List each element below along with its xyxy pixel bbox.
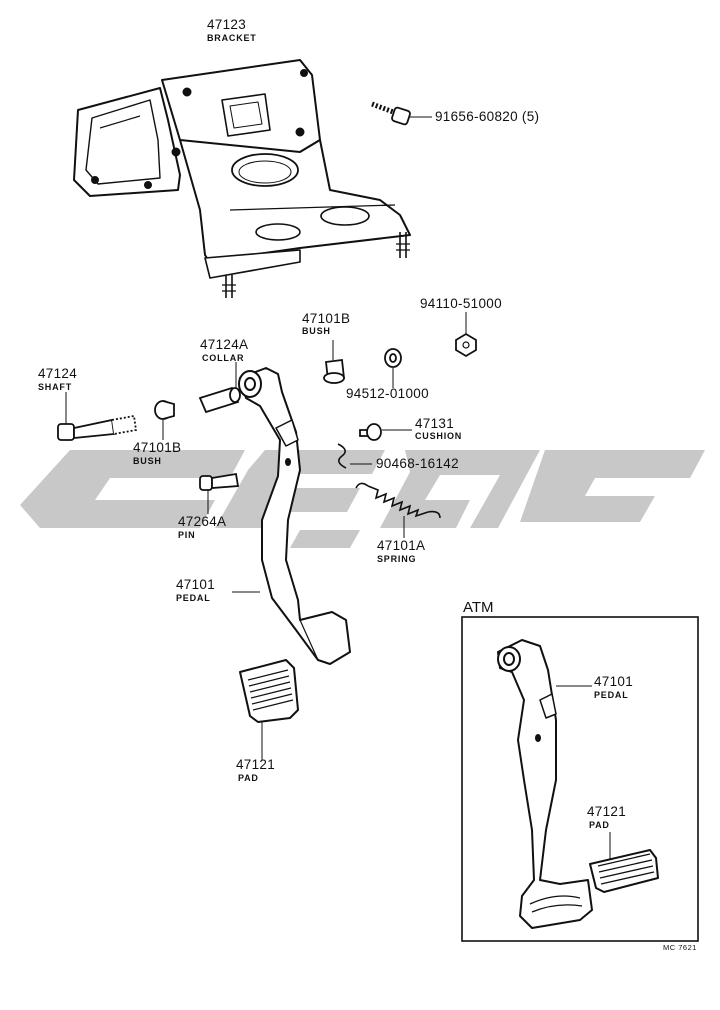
pad-number: 47121 — [236, 757, 276, 772]
atm-box — [461, 616, 699, 942]
clip-number: 90468-16142 — [376, 456, 459, 471]
atm-title: ATM — [463, 599, 494, 616]
clip-part — [337, 443, 347, 469]
bush-lower-part — [154, 400, 175, 420]
shaft-part — [57, 414, 138, 441]
pin-part — [199, 472, 240, 491]
atm-pad-part — [589, 849, 659, 893]
atm-pad-number: 47121 — [587, 804, 627, 819]
collar-number: 47124A — [200, 337, 249, 352]
bush-upper-number: 47101B — [302, 311, 351, 326]
watermark-logo — [20, 450, 705, 548]
bush-lower-name: BUSH — [133, 456, 162, 466]
bolt-part — [371, 101, 411, 126]
cushion-number: 47131 — [415, 416, 455, 431]
pad-name: PAD — [238, 773, 259, 783]
shaft-name: SHAFT — [38, 382, 72, 392]
collar-name: COLLAR — [202, 353, 245, 363]
bush-upper-name: BUSH — [302, 326, 331, 336]
cushion-part — [359, 423, 382, 441]
spring-name: SPRING — [377, 554, 417, 564]
pedal-number: 47101 — [176, 577, 216, 592]
pedal-name: PEDAL — [176, 593, 211, 603]
atm-pedal-part — [497, 639, 593, 929]
bracket-name: BRACKET — [207, 33, 257, 43]
spring-number: 47101A — [377, 538, 426, 553]
pedal-part — [238, 367, 351, 665]
cushion-name: CUSHION — [415, 431, 463, 441]
washer-number: 94512-01000 — [346, 386, 429, 401]
bracket-part — [73, 59, 411, 298]
collar-part — [198, 386, 241, 414]
bush-upper-part — [323, 358, 345, 384]
spring-part — [355, 482, 441, 519]
atm-pedal-name: PEDAL — [594, 690, 629, 700]
pin-number: 47264A — [178, 514, 227, 529]
atm-pedal-number: 47101 — [594, 674, 634, 689]
bush-lower-number: 47101B — [133, 440, 182, 455]
pad-part — [239, 659, 299, 723]
washer-part — [384, 348, 402, 368]
bolt-number: 91656-60820 (5) — [435, 109, 540, 124]
shaft-number: 47124 — [38, 366, 78, 381]
nut-number: 94110-51000 — [420, 296, 502, 311]
atm-pad-name: PAD — [589, 820, 610, 830]
pin-name: PIN — [178, 530, 196, 540]
bracket-number: 47123 — [207, 17, 247, 32]
nut-part — [455, 332, 477, 358]
figure-code: MC 7621 — [663, 943, 697, 952]
